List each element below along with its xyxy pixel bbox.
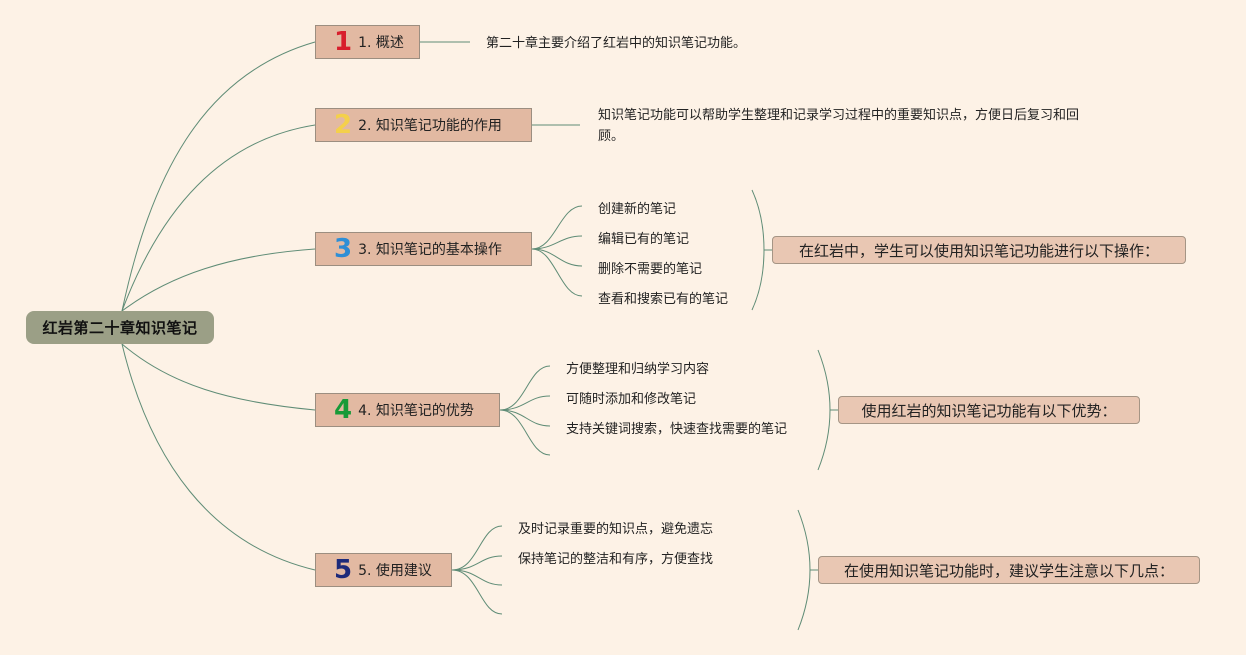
topic-3-summary[interactable]: 在红岩中，学生可以使用知识笔记功能进行以下操作： [772,236,1186,264]
brace-topic-4 [817,349,831,471]
brace-topic-5 [797,509,811,631]
number-2-icon: 2 [334,110,353,140]
connector-t4-sub-3 [499,409,551,427]
topic-5-node[interactable]: 5 5. 使用建议 [315,553,452,587]
t4-subitem-2[interactable]: 可随时添加和修改笔记 [566,392,697,407]
topic-2-node[interactable]: 2 2. 知识笔记功能的作用 [315,108,532,142]
root-topic[interactable]: 红岩第二十章知识笔记 [26,311,214,344]
connector-root-topic-2 [121,124,316,312]
t3-subitem-3[interactable]: 删除不需要的笔记 [598,262,703,277]
connector-t5-sub-4 [451,569,503,615]
t3-subitem-4[interactable]: 查看和搜索已有的笔记 [598,292,729,307]
connector-t3-sub-3 [531,248,583,267]
number-1-icon: 1 [334,27,353,57]
topic-5-label: 5. 使用建议 [358,563,432,579]
connector-t4-sub-2 [499,395,551,411]
t3-subitem-1[interactable]: 创建新的笔记 [598,202,677,217]
topic-3-label: 3. 知识笔记的基本操作 [358,242,502,258]
topic-1-note: 第二十章主要介绍了红岩中的知识笔记功能。 [486,36,747,51]
brace-topic-3 [751,189,765,311]
connector-t5-sub-1 [451,525,503,571]
topic-4-summary[interactable]: 使用红岩的知识笔记功能有以下优势： [838,396,1140,424]
connector-t4-sub-1 [499,365,551,411]
connector-root-topic-3 [121,248,316,312]
topic-2-note: 知识笔记功能可以帮助学生整理和记录学习过程中的重要知识点，方便日后复习和回顾。 [598,108,1080,144]
connector-t5-sub-2 [451,555,503,571]
number-4-icon: 4 [334,395,353,425]
t5-subitem-1[interactable]: 及时记录重要的知识点，避免遗忘 [518,522,714,537]
topic-3-node[interactable]: 3 3. 知识笔记的基本操作 [315,232,532,266]
connector-root-topic-4 [121,343,316,411]
root-topic-label: 红岩第二十章知识笔记 [42,319,198,337]
connector-t3-sub-2 [531,235,583,250]
connector-t4-sub-4 [499,409,551,456]
topic-2-label: 2. 知识笔记功能的作用 [358,118,502,134]
topic-1-label: 1. 概述 [358,35,404,51]
connector-t3-sub-4 [531,248,583,297]
topic-1-node[interactable]: 1 1. 概述 [315,25,420,59]
number-5-icon: 5 [334,555,353,585]
t5-subitem-2[interactable]: 保持笔记的整洁和有序，方便查找 [518,552,714,567]
connector-root-topic-5 [121,343,316,571]
connector-root-topic-1 [121,41,316,312]
t3-subitem-2[interactable]: 编辑已有的笔记 [598,232,690,247]
t4-subitem-1[interactable]: 方便整理和归纳学习内容 [566,362,710,377]
t4-subitem-3[interactable]: 支持关键词搜索，快速查找需要的笔记 [566,422,788,437]
number-3-icon: 3 [334,234,353,264]
topic-4-label: 4. 知识笔记的优势 [358,403,474,419]
connector-t3-sub-1 [531,205,583,250]
topic-5-summary[interactable]: 在使用知识笔记功能时，建议学生注意以下几点： [818,556,1200,584]
topic-4-node[interactable]: 4 4. 知识笔记的优势 [315,393,500,427]
connector-t5-sub-3 [451,569,503,586]
